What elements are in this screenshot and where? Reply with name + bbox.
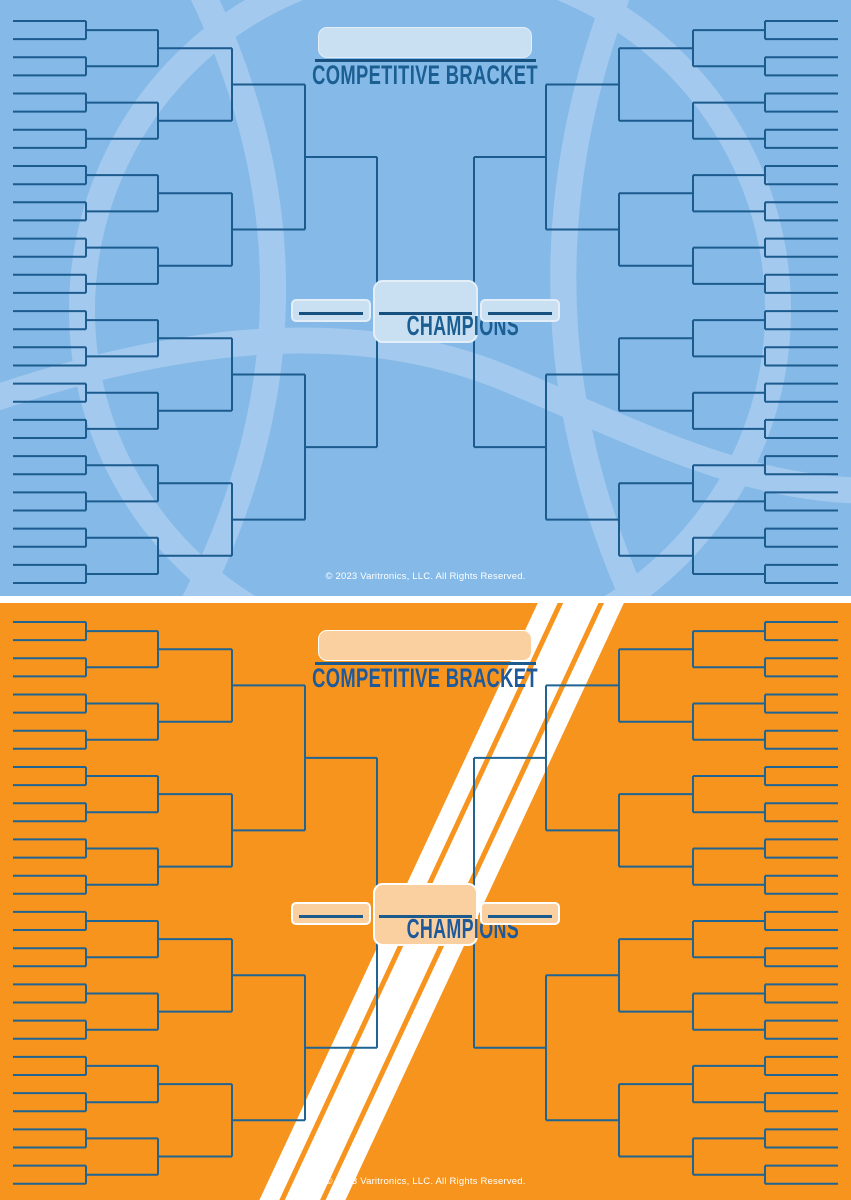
finalist-name-line-right — [488, 915, 552, 918]
finalist-bar-left — [291, 902, 371, 925]
finalist-bar-right — [480, 902, 560, 925]
finalist-bar-left — [291, 299, 371, 322]
bracket-title-label: COMPETITIVE BRACKET — [312, 60, 539, 90]
basketball-circle — [69, 0, 791, 596]
champion-name-line — [379, 312, 472, 315]
bracket-title: COMPETITIVE BRACKET — [0, 62, 851, 89]
basketball-seam-right — [550, 0, 647, 596]
basketball-seam-horizontal — [0, 327, 851, 504]
title-entry-box — [318, 27, 532, 58]
copyright-text: © 2023 Varitronics, LLC. All Rights Rese… — [325, 571, 526, 582]
finalist-name-line-left — [299, 915, 363, 918]
champions-label: CHAMPIONS — [406, 310, 520, 341]
bracket-title-label: COMPETITIVE BRACKET — [312, 663, 539, 693]
title-underline — [315, 59, 536, 62]
champions-label: CHAMPIONS — [406, 913, 520, 944]
champion-name-line — [379, 915, 472, 918]
bracket-poster-blue: COMPETITIVE BRACKET CHAMPIONS © 2023 Var… — [0, 0, 851, 596]
finalist-name-line-left — [299, 312, 363, 315]
bracket-lines — [13, 621, 838, 1185]
champions-box: CHAMPIONS — [373, 883, 520, 946]
champions-box: CHAMPIONS — [373, 280, 520, 343]
finalist-bar-right — [480, 299, 560, 322]
bracket-title: COMPETITIVE BRACKET — [0, 665, 851, 692]
bracket-poster-orange: COMPETITIVE BRACKET CHAMPIONS © 2023 Var… — [0, 603, 851, 1200]
copyright-text: © 2023 Varitronics, LLC. All Rights Rese… — [325, 1176, 526, 1187]
basketball-graphic — [0, 0, 851, 596]
bracket-lines — [13, 20, 838, 584]
basketball-seam-left — [182, 0, 286, 596]
finalist-name-line-right — [488, 312, 552, 315]
title-entry-box — [318, 630, 532, 661]
title-underline — [315, 662, 536, 665]
